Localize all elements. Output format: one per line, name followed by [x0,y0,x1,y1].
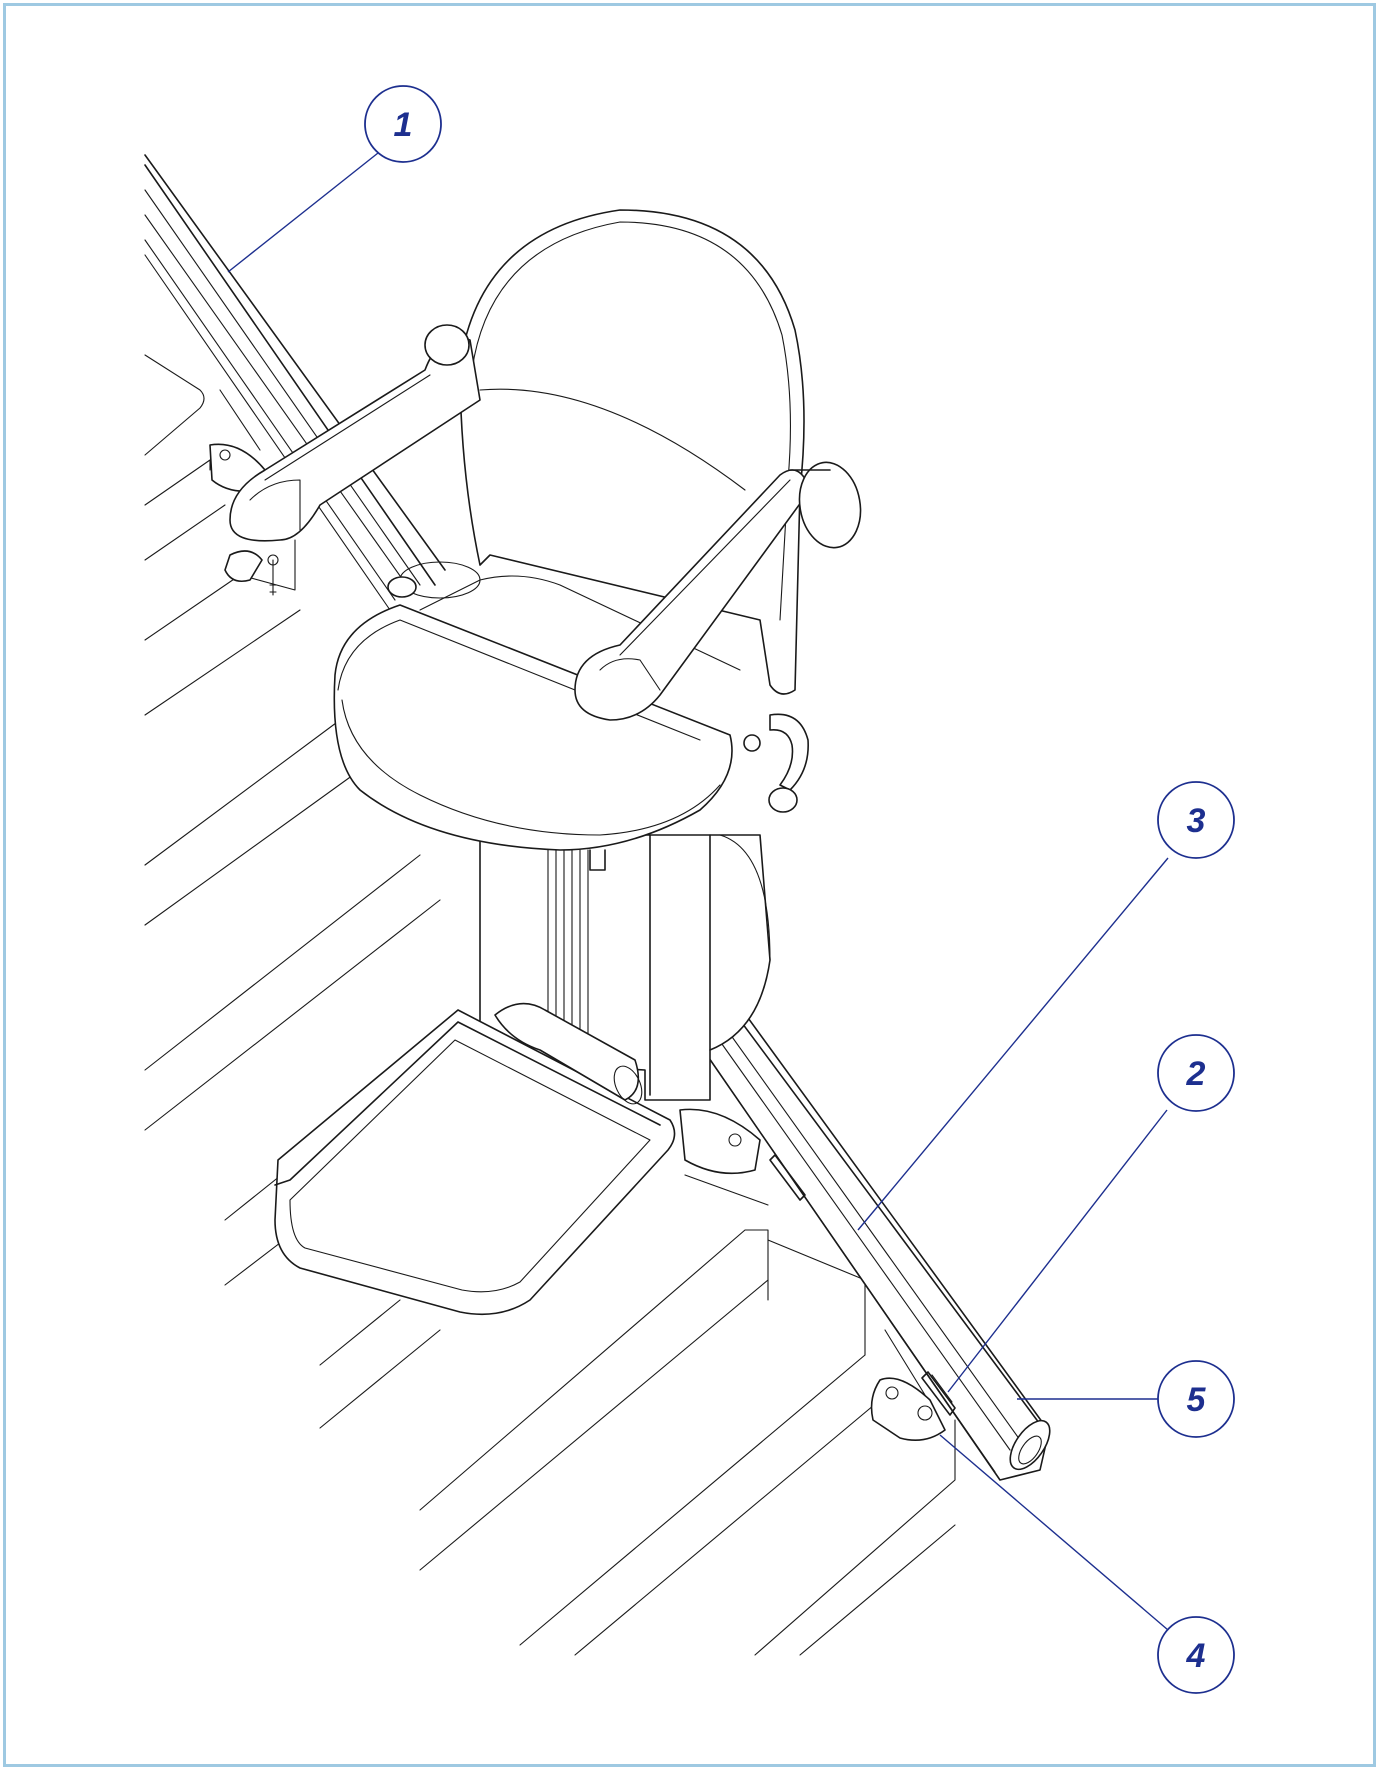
callout-4-leader [939,1434,1169,1631]
callout-3-label: 3 [1187,802,1206,840]
callout-2-leader [947,1109,1168,1393]
callout-4-label: 4 [1186,1637,1206,1675]
callout-4: 4 [1157,1616,1235,1694]
callout-1: 1 [364,85,442,163]
seat [224,209,862,851]
diagram-frame [3,3,1376,1767]
footrest [274,1002,676,1316]
callout-5-label: 5 [1187,1381,1207,1419]
lower-rail [699,997,1051,1481]
callout-1-label: 1 [394,106,413,144]
callout-3: 3 [1157,781,1235,859]
callout-5: 5 [1157,1360,1235,1438]
callout-1-leader [227,152,379,273]
callout-2-label: 2 [1186,1055,1206,1093]
callout-2: 2 [1157,1034,1235,1112]
callouts: 1 3 2 5 4 [227,85,1235,1694]
callout-3-leader [857,857,1169,1231]
